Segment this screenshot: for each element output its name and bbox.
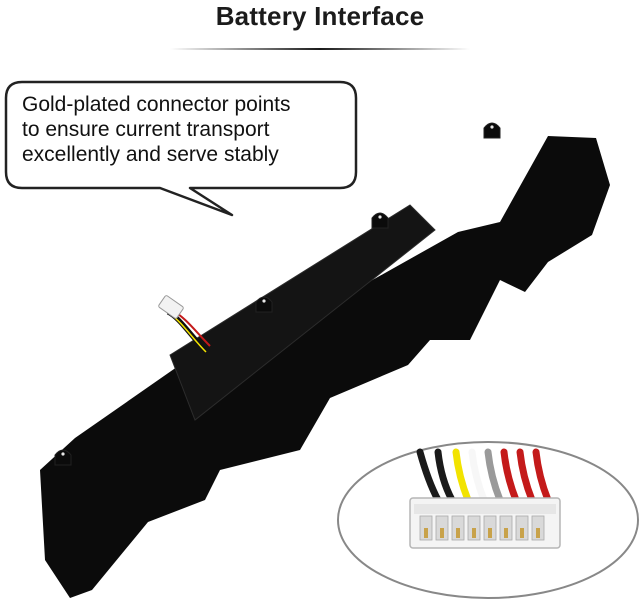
mounting-tab	[255, 296, 273, 313]
connector-wires	[416, 448, 552, 504]
battery-connector-plug	[158, 295, 184, 319]
connector-housing	[409, 497, 561, 549]
callout-bubble	[4, 80, 358, 217]
battery-pack	[40, 122, 610, 598]
title-divider	[170, 48, 470, 50]
battery-connector-cable	[158, 295, 211, 353]
callout-line: to ensure current transport	[22, 118, 270, 141]
mounting-tab	[483, 122, 501, 139]
page-title: Battery Interface	[215, 1, 425, 31]
callout-line: excellently and serve stably	[22, 143, 279, 166]
mounting-tab	[54, 449, 72, 466]
battery-body	[40, 136, 610, 598]
battery-label-area	[169, 204, 436, 421]
mounting-tab	[371, 212, 389, 229]
callout-text: Gold-plated connector points to ensure c…	[22, 92, 352, 167]
connector-zoom-inset	[337, 441, 639, 599]
callout-line: Gold-plated connector points	[22, 93, 291, 116]
